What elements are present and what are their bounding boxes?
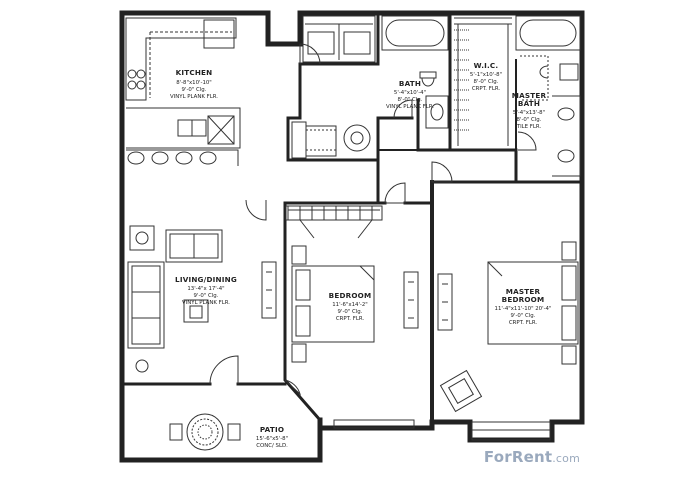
- room-dims-wic: 5'-1"x10'-8": [470, 72, 502, 78]
- bedroom-window: [333, 419, 415, 429]
- room-dims-bedroom: 11'-6"x14'-2": [332, 302, 368, 308]
- master-window: [471, 421, 551, 441]
- loveseat: [165, 229, 223, 263]
- room-dims-patio: 15'-6"x5'-8": [256, 436, 288, 442]
- tv-console: [261, 261, 277, 319]
- door-swing: [245, 199, 267, 221]
- watermark-brand: ForRent: [483, 448, 553, 466]
- room-dims-living-dining: 13'-4"x 17'-4": [187, 286, 224, 292]
- room-dims-master-bedroom: 11'-4"x11'-10" 20'-4": [495, 306, 552, 312]
- bath-vanity: [425, 95, 449, 129]
- lamp: [135, 359, 149, 373]
- interior-wall: [286, 62, 380, 162]
- door-swing: [431, 161, 453, 183]
- toilet: [419, 71, 437, 87]
- room-ceiling-bath: 8'-0" Clg.: [398, 97, 423, 103]
- bar-stool: [127, 151, 145, 165]
- patio-table: [186, 413, 224, 451]
- room-label-master-bedroom: MASTER: [506, 287, 541, 296]
- water-heater-box: [305, 125, 337, 157]
- bedroom-closet: [285, 205, 383, 221]
- nightstand: [291, 245, 307, 265]
- room-label-patio: PATIO: [260, 425, 284, 434]
- exterior-wall: [317, 417, 435, 431]
- room-floor-patio: CONC/ SLD.: [256, 443, 288, 449]
- kitchen-counter-dash: [149, 31, 232, 98]
- room-dims-master-bath: 5'-4"x13'-8": [513, 110, 545, 116]
- door-swing: [284, 379, 301, 396]
- closet-shelf: [291, 121, 307, 159]
- room-floor-master-bath: TILE FLR.: [516, 124, 542, 130]
- kitchen-island: [126, 107, 241, 149]
- room-ceiling-kitchen: 9'-0" Clg.: [182, 87, 207, 93]
- master-dresser: [437, 273, 453, 331]
- exterior-wall: [429, 179, 585, 443]
- room-floor-kitchen: VINYL PLANK FLR.: [170, 94, 218, 100]
- sofa: [127, 261, 165, 349]
- room-label-wic: W.I.C.: [474, 61, 499, 70]
- watermark-suffix: .com: [552, 452, 580, 465]
- room-ceiling-living-dining: 9'-0" Clg.: [194, 293, 219, 299]
- room-floor-living-dining: VINYL PLANK FLR.: [182, 300, 230, 306]
- room-floor-wic: CRPT. FLR.: [472, 86, 500, 92]
- door-swing: [393, 99, 413, 119]
- master-bathtub: [515, 15, 581, 51]
- room-ceiling-master-bath: 8'-0" Clg.: [517, 117, 542, 123]
- room-label-master-bath-2: BATH: [518, 99, 540, 108]
- coffee-table: [183, 299, 209, 323]
- room-label-bath: BATH: [399, 79, 421, 88]
- room-label-kitchen: KITCHEN: [176, 68, 213, 77]
- water-heater: [343, 124, 371, 152]
- room-floor-bath: VINYL PLANK FLR.: [386, 104, 434, 110]
- stove-burner: [127, 69, 137, 79]
- laundry-cabinet: [302, 15, 376, 63]
- bedroom-bed: [291, 265, 375, 343]
- room-label-bedroom: BEDROOM: [329, 291, 372, 300]
- master-nightstand: [561, 241, 577, 261]
- master-vanity: [552, 95, 581, 177]
- forrent-watermark: ForRent.com: [484, 448, 580, 466]
- interior-wall: [283, 201, 323, 423]
- door-swing: [517, 131, 537, 151]
- exterior-wall: [119, 10, 323, 463]
- room-ceiling-bedroom: 9'-0" Clg.: [338, 309, 363, 315]
- room-floor-master-bedroom: CRPT. FLR.: [509, 320, 537, 326]
- room-ceiling-wic: 8'-0" Clg.: [474, 79, 499, 85]
- master-bed: [487, 261, 579, 345]
- door-swing: [384, 182, 406, 204]
- room-dims-bath: 5'-4"x10'-4": [394, 90, 426, 96]
- refrigerator: [203, 19, 235, 49]
- room-floor-bedroom: CRPT. FLR.: [336, 316, 364, 322]
- bedroom-dresser: [403, 271, 419, 329]
- room-dims-kitchen: 8'-8"x10'-10": [176, 80, 212, 86]
- side-table: [129, 225, 155, 251]
- patio-chair: [169, 423, 183, 441]
- bathtub: [381, 15, 449, 51]
- wic-hanger-rod: [454, 29, 470, 131]
- kitchen-counter: [125, 17, 237, 101]
- room-label-master-bath: MASTER: [512, 91, 547, 100]
- armchair: [439, 369, 483, 413]
- master-toilet: [539, 63, 579, 81]
- door-swing: [299, 43, 321, 65]
- interior-wall: [298, 11, 380, 66]
- wic-shelves: [454, 17, 512, 146]
- door-swing: [209, 355, 239, 385]
- room-label-living-dining: LIVING/DINING: [175, 275, 237, 284]
- room-label-master-bedroom-2: BEDROOM: [502, 295, 545, 304]
- room-ceiling-master-bedroom: 9'-0" Clg.: [511, 313, 536, 319]
